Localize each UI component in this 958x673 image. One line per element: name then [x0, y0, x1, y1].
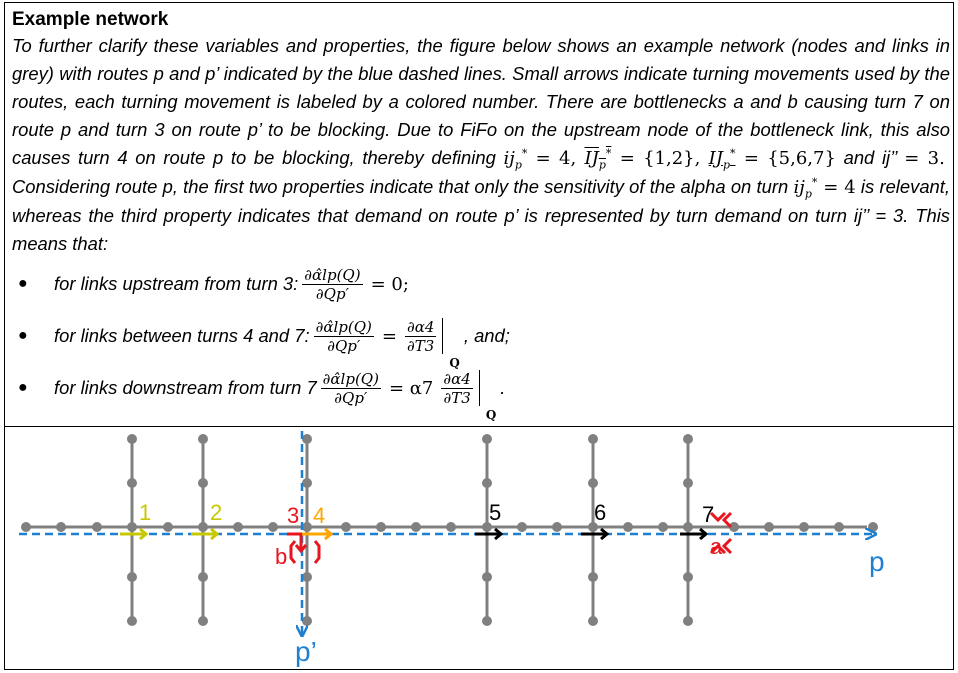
math-ij-bar: IJp* [584, 147, 612, 172]
bullet-text: for links downstream from turn 7 [54, 377, 317, 398]
turn-label-5: 5 [489, 500, 501, 525]
bullet-dot: ● [18, 275, 28, 292]
explanation-paragraph: To further clarify these variables and p… [12, 32, 950, 258]
evaluation-bar [477, 370, 480, 406]
derivative-fraction: ∂α̂lp(Q) ∂Qp′ [320, 369, 381, 407]
math-turn-ij-value: = 4 [817, 177, 856, 198]
fraction-numerator: ∂α̂lp(Q) [302, 265, 363, 285]
turn-label-1: 1 [139, 500, 151, 525]
fraction-numerator: ∂α̂lp(Q) [313, 317, 374, 337]
and-value: = 3. [904, 148, 945, 169]
turn-label-4: 4 [313, 503, 325, 528]
evaluation-subscript: Q [485, 408, 497, 422]
math-ij-value: = 4, [527, 148, 585, 169]
turn-label-3: 3 [287, 503, 299, 528]
bullet-dot: ● [18, 379, 28, 396]
bullet-tail: , and; [463, 325, 510, 346]
network-diagram: 1 2 3 4 5 6 7 a b p p’ [19, 431, 885, 667]
math-ij-star: ijp* [503, 147, 528, 172]
math-ij-under: IJp* [708, 147, 736, 172]
sensitivity-fraction: ∂α4 ∂T3 [404, 317, 437, 355]
derivative-fraction: ∂α̂lp(Q) ∂Qp′ [313, 317, 374, 355]
fraction-denominator: ∂T3 [443, 388, 471, 407]
fraction-numerator: ∂α̂lp(Q) [320, 369, 381, 389]
section-title: Example network [12, 9, 169, 30]
bullet-dot: ● [18, 327, 28, 344]
bullet-text: for links between turns 4 and 7: [54, 325, 310, 346]
rest-text: is relevant, whereas the third property … [12, 176, 950, 254]
bottleneck-b-label: b [275, 544, 287, 569]
route-p-label: p [869, 546, 885, 577]
fraction-denominator: ∂Qp′ [334, 388, 368, 407]
figure-frame [4, 2, 954, 670]
math-ij-under-value: = {5,6,7} [735, 148, 836, 169]
bullet-list: ● for links upstream from turn 3: ∂α̂lp(… [12, 258, 950, 423]
math-ij-bar-value: = {1,2}, [611, 148, 709, 169]
evaluation-subscript: Q [449, 356, 460, 370]
grey-links [23, 439, 867, 623]
fraction-denominator: ∂T3 [407, 336, 435, 355]
bullet-text: for links upstream from turn 3: [54, 273, 299, 294]
equals-alpha: = α7 [388, 377, 434, 399]
evaluation-bar [440, 318, 444, 354]
frame-divider [4, 426, 954, 427]
bottleneck-a-label: a [710, 534, 723, 559]
bottleneck-b-marker [289, 540, 321, 564]
fraction-numerator: ∂α4 [441, 369, 473, 389]
sensitivity-fraction: ∂α4 ∂T3 [441, 369, 473, 407]
bullet-upstream: ● for links upstream from turn 3: ∂α̂lp(… [12, 258, 950, 310]
math-turn-ij: ijp* [793, 176, 818, 201]
bullet-between: ● for links between turns 4 and 7: ∂α̂lp… [12, 310, 950, 371]
equation-rhs: = 0; [370, 273, 409, 295]
turn-arrows [120, 527, 709, 554]
bottleneck-a-marker [709, 511, 733, 555]
turn-label-7: 7 [702, 502, 714, 527]
turn-label-2: 2 [210, 500, 222, 525]
route-p2-label: p’ [295, 636, 317, 667]
equals-sign: = [381, 325, 397, 347]
text-section: Example network To further clarify these… [12, 6, 950, 423]
turn-label-6: 6 [594, 500, 606, 525]
considering-text: Considering route p, the first two prope… [12, 176, 794, 197]
intro-text: To further clarify these variables and p… [12, 35, 950, 168]
fraction-denominator: ∂Qp′ [315, 284, 349, 303]
and-text: and ij’’ [835, 147, 905, 168]
grey-nodes [21, 434, 878, 626]
fraction-denominator: ∂Qp′ [327, 336, 361, 355]
bullet-tail: . [500, 377, 506, 398]
fraction-numerator: ∂α4 [404, 317, 437, 337]
bullet-downstream: ● for links downstream from turn 7 ∂α̂lp… [12, 362, 950, 423]
derivative-fraction: ∂α̂lp(Q) ∂Qp′ [302, 265, 363, 303]
